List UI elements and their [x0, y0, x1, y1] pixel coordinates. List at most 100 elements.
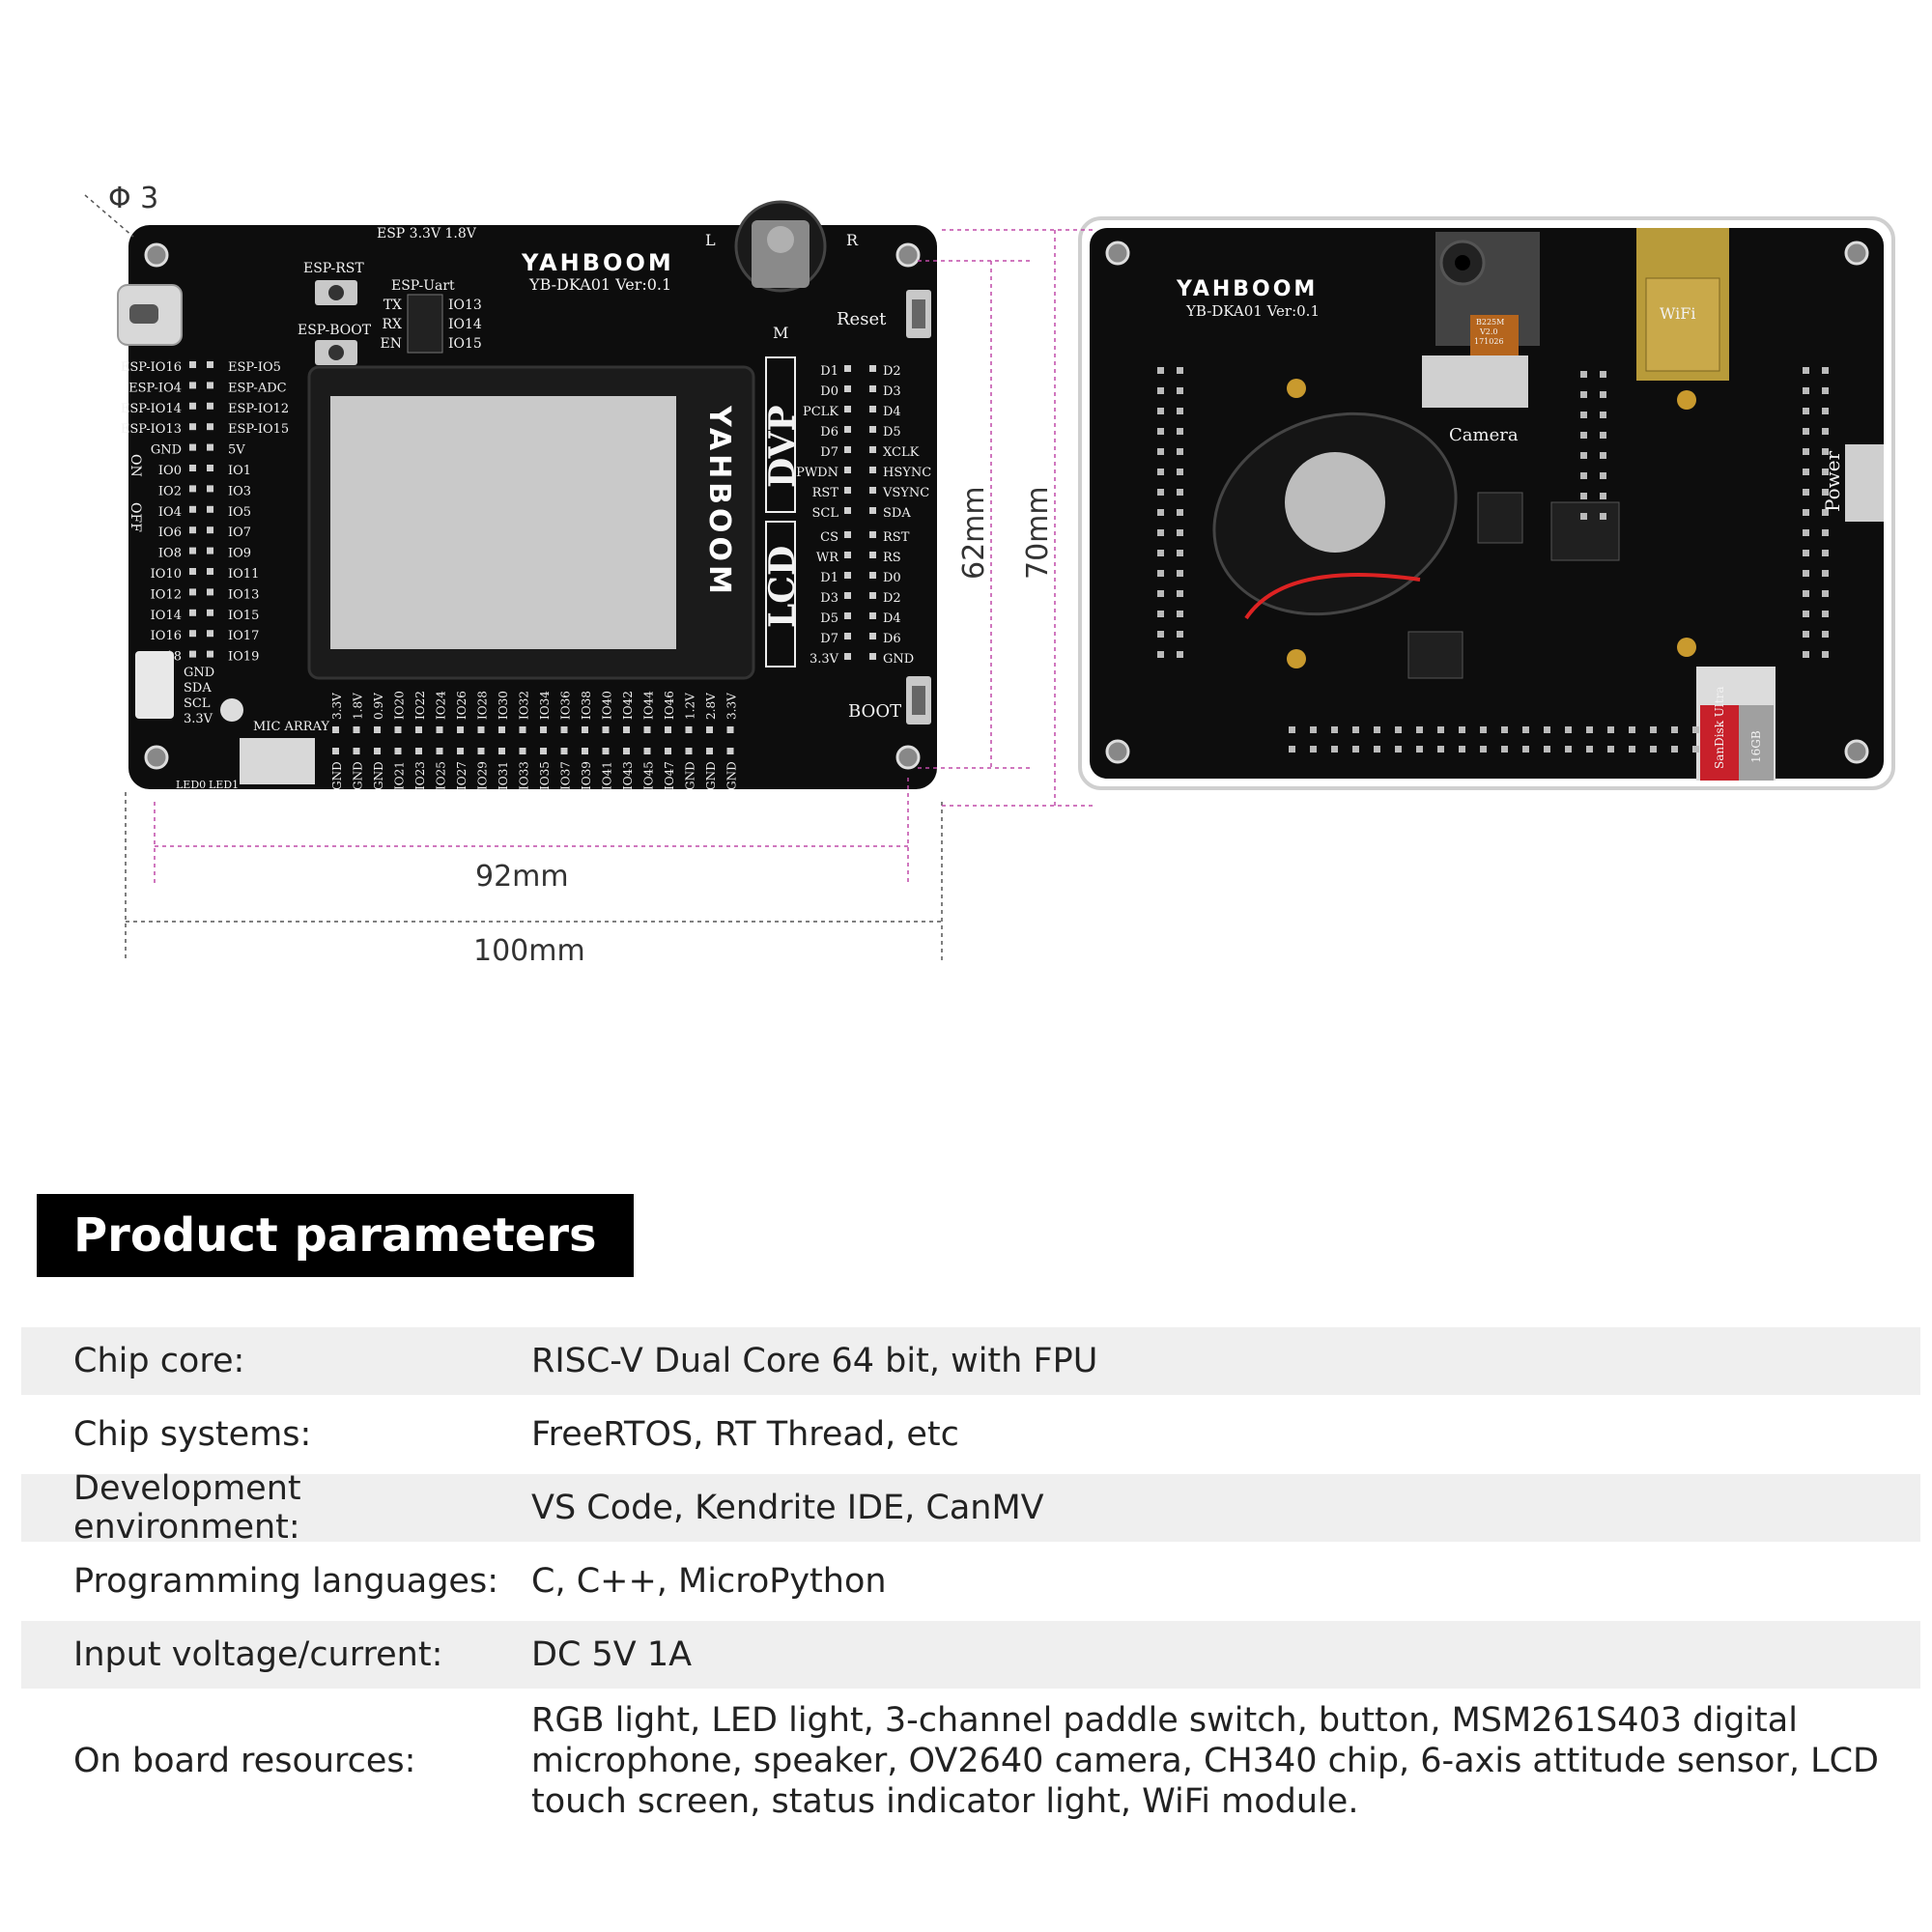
- header-pin: [207, 382, 213, 389]
- dvp-lcd-pin-labels: D1D0PCLKD6D7PWDNRSTSCLD2D3D4D5XCLKHSYNCV…: [796, 364, 931, 667]
- lcd-screen[interactable]: [330, 396, 676, 649]
- dial-switch[interactable]: [734, 200, 827, 293]
- header-pin: [869, 426, 876, 433]
- header-pin: [207, 423, 213, 431]
- mounting-holes: [144, 242, 921, 770]
- esp-voltage-label: ESP 3.3V 1.8V: [377, 226, 477, 242]
- header-pin: [519, 748, 526, 754]
- pin-label: 1.2V: [684, 693, 697, 720]
- power-switch[interactable]: [1845, 444, 1884, 522]
- header-pin: [457, 726, 464, 733]
- uart-header: [407, 294, 443, 354]
- header-pin: [189, 650, 196, 658]
- inner-height-label: 62mm: [957, 486, 991, 580]
- pin-label: IO33: [518, 761, 531, 790]
- pin-label: IO14: [151, 609, 182, 623]
- header-pin: [353, 726, 360, 733]
- header-pin: [869, 487, 876, 494]
- dimension-lines: [84, 194, 1094, 961]
- param-value: DC 5V 1A: [531, 1635, 693, 1674]
- header-pin: [869, 592, 876, 599]
- header-pin: [869, 552, 876, 558]
- pin-label: IO16: [151, 629, 182, 643]
- param-label: Development environment:: [73, 1469, 301, 1547]
- pin-label: D6: [883, 632, 901, 646]
- pin-label: D3: [820, 591, 838, 606]
- dial-label-r: R: [846, 231, 859, 249]
- camera-connector: [1422, 355, 1528, 408]
- dvp-label: DVP: [762, 405, 803, 488]
- header-pin: [374, 726, 381, 733]
- svg-text:SanDisk Ultra: SanDisk Ultra: [1713, 687, 1726, 769]
- header-pin: [374, 748, 381, 754]
- header-pin: [623, 726, 630, 733]
- switch-on-label: ON: [128, 454, 143, 477]
- header-pin: [844, 487, 851, 494]
- pin-label: IO3: [228, 484, 251, 498]
- param-value: C, C++, MicroPython: [531, 1562, 887, 1601]
- pin-label: IO22: [413, 691, 427, 720]
- header-pin: [844, 426, 851, 433]
- pin-label: IO31: [497, 761, 510, 790]
- header-pin: [869, 531, 876, 538]
- pin-label: XCLK: [883, 445, 920, 460]
- esp-rst-label: ESP-RST: [303, 261, 364, 276]
- header-pin: [869, 365, 876, 372]
- pin-label: IO4: [158, 505, 182, 520]
- pin-label: D7: [820, 632, 838, 646]
- dial-label-m: M: [773, 324, 788, 342]
- reset-label: Reset: [837, 309, 887, 329]
- header-pin: [844, 365, 851, 372]
- header-pin: [207, 526, 213, 534]
- standoff: [1287, 379, 1306, 398]
- pin-label: GND: [184, 666, 214, 680]
- param-row-chip-core: Chip core: RISC-V Dual Core 64 bit, with…: [21, 1327, 1920, 1395]
- header-pin: [207, 402, 213, 410]
- header-pin: [844, 653, 851, 660]
- header-pin: [477, 726, 485, 733]
- esp-boot-label: ESP-BOOT: [298, 323, 372, 338]
- header-pin: [844, 385, 851, 392]
- header-pin: [415, 748, 422, 754]
- header-pin: [189, 588, 196, 596]
- pin-label: IO25: [435, 761, 448, 790]
- header-pin: [844, 612, 851, 619]
- header-pin: [685, 748, 693, 754]
- pin-label: 3.3V: [810, 652, 839, 667]
- header-pin: [436, 748, 443, 754]
- header-pin: [560, 726, 568, 733]
- pin-label: D7: [820, 445, 838, 460]
- camera-label: Camera: [1449, 425, 1519, 445]
- header-pin: [844, 592, 851, 599]
- header-pin: [844, 467, 851, 473]
- pin-label: RST: [812, 486, 839, 500]
- header-pin: [189, 423, 196, 431]
- header-pin: [189, 361, 196, 368]
- pin-label: IO35: [538, 761, 552, 790]
- pin-label: SDA: [883, 506, 911, 521]
- boot-button[interactable]: [906, 676, 931, 724]
- inner-width-label: 92mm: [475, 860, 569, 894]
- esp-boot-button[interactable]: [315, 340, 357, 365]
- pin-label: IO5: [228, 505, 251, 520]
- pin-label: IO17: [228, 629, 259, 643]
- param-row-languages: Programming languages: C, C++, MicroPyth…: [21, 1542, 1920, 1621]
- back-model: YB-DKA01 Ver:0.1: [1185, 302, 1320, 320]
- fpc-connector: [240, 738, 315, 784]
- pin-label: D6: [820, 425, 838, 440]
- pin-label: IO37: [559, 761, 573, 790]
- esp-rst-button[interactable]: [315, 280, 357, 305]
- reset-button[interactable]: [906, 290, 931, 338]
- header-pin: [477, 748, 485, 754]
- pin-label: ESP-IO13: [121, 422, 182, 437]
- chip: [1407, 631, 1463, 679]
- header-pin: [207, 588, 213, 596]
- param-row-voltage: Input voltage/current: DC 5V 1A: [21, 1621, 1920, 1689]
- esp-uart-label: ESP-Uart: [391, 278, 455, 294]
- board-figure: YAHBOOM YB-DKA01 Ver:0.1 ESP 3.3V 1.8V E…: [84, 182, 1895, 968]
- pin-label: GND: [684, 761, 697, 790]
- i2c-connector: [135, 651, 174, 719]
- pin-label: IO15: [228, 609, 259, 623]
- pin-label: IO23: [413, 761, 427, 790]
- header-pin: [844, 406, 851, 412]
